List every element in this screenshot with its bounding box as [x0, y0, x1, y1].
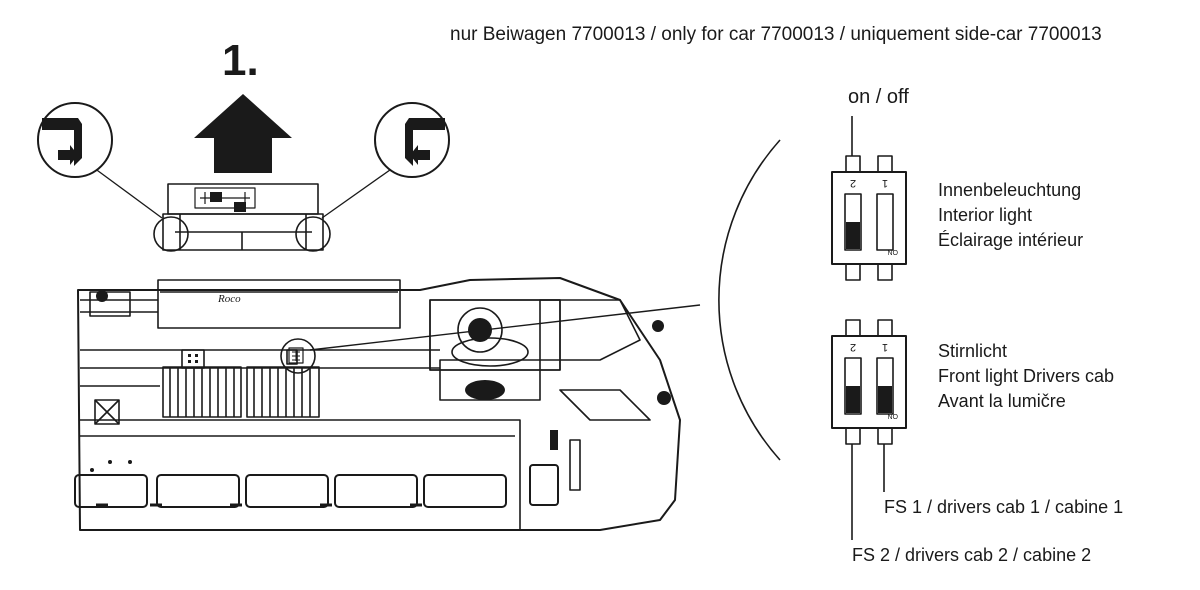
step-number: 1.: [222, 36, 259, 85]
on-off-label: on / off: [848, 86, 909, 108]
dip-switch-block-interior: [831, 116, 907, 281]
clip-detail-left-icon: [37, 102, 113, 178]
on-marker: ON: [888, 248, 899, 255]
switch-number-2: 2: [850, 177, 856, 189]
brand-logo: Roco: [217, 293, 241, 305]
label-line-de: Stirnlicht: [938, 341, 1008, 361]
front-light-label: Stirnlicht Front light Drivers cab Avant…: [938, 339, 1114, 414]
switch-number-1: 1: [882, 177, 888, 189]
dip-switch-block-front: [831, 319, 907, 540]
fs2-label: FS 2 / drivers cab 2 / cabine 2: [852, 545, 1092, 565]
header-note: nur Beiwagen 7700013 / only for car 7700…: [450, 24, 1102, 45]
interior-light-label: Innenbeleuchtung Interior light Éclairag…: [938, 178, 1083, 253]
fs1-label: FS 1 / drivers cab 1 / cabine 1: [884, 497, 1124, 517]
switch-number-2: 2: [850, 341, 856, 353]
on-marker: ON: [888, 412, 899, 419]
label-line-en: Front light Drivers cab: [938, 366, 1115, 386]
side-windows: [74, 474, 507, 508]
switch-number-1: 1: [882, 341, 888, 353]
locomotive-drawing: [74, 277, 681, 531]
lift-arrow-icon: [194, 94, 292, 173]
clip-detail-right-icon: [374, 102, 450, 178]
label-line-fr: Avant la lumičre: [938, 391, 1066, 411]
removed-lid: [162, 183, 324, 251]
label-line-en: Interior light: [938, 205, 1033, 225]
label-line-de: Innenbeleuchtung: [938, 180, 1082, 200]
label-line-fr: Éclairage intérieur: [938, 230, 1084, 250]
